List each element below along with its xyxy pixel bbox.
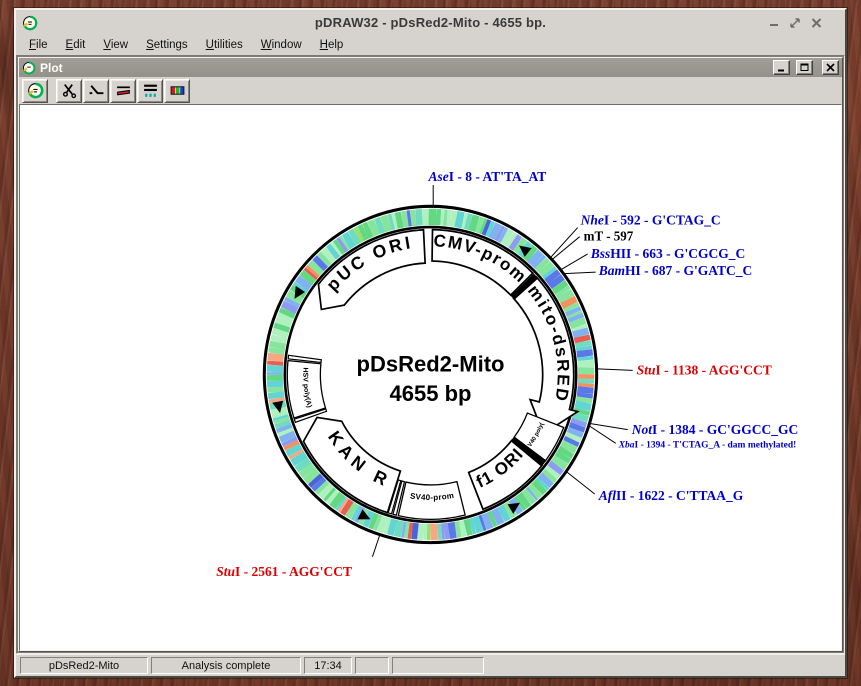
menu-item-file[interactable]: File — [29, 38, 48, 51]
scissors-icon — [62, 84, 76, 99]
site-leader-line — [551, 236, 580, 260]
plot-window-title: Plot — [40, 60, 63, 75]
site-leader-line — [589, 425, 616, 444]
plot-maximize-button[interactable] — [796, 60, 813, 75]
gene-block — [431, 228, 534, 297]
plasmid-outer-circle — [262, 204, 599, 545]
plot-toolbar — [19, 77, 842, 104]
gene-divider-bar — [510, 436, 547, 467]
site-label: XbaI - 1394 - T'CTAG_A - dam methylated! — [618, 439, 797, 450]
site-leader-line — [560, 253, 588, 271]
status-document: pDsRed2-Mito — [20, 657, 148, 674]
gene-block-sliver — [387, 479, 402, 515]
site-leader-line — [597, 368, 633, 371]
main-window: pDRAW32 - pDsRed2-Mito - 4655 bp. File E… — [14, 8, 847, 678]
menu-item-settings[interactable]: Settings — [146, 38, 188, 51]
menu-item-edit[interactable]: Edit — [65, 38, 86, 51]
gene-divider-bar — [510, 273, 539, 300]
sequence-color-band — [266, 208, 595, 541]
site-label: BamHI - 687 - G'GATC_C — [598, 263, 752, 278]
ring-direction-arrow — [519, 245, 532, 257]
site-label: AseI - 8 - AT'TA_AT — [428, 169, 547, 184]
title-bar[interactable]: pDRAW32 - pDsRed2-Mito - 4655 bp. — [16, 10, 845, 35]
gene-block-sliver — [287, 354, 323, 364]
window-title: pDRAW32 - pDsRed2-Mito - 4655 bp. — [314, 15, 547, 30]
toolbar-plasmid-map-button[interactable] — [22, 78, 48, 103]
ring-direction-arrow — [507, 502, 520, 514]
gene-label: SV40-prom — [409, 491, 454, 502]
site-leader-line — [564, 271, 596, 275]
gene-block — [286, 359, 327, 419]
toolbar-color-gel-button[interactable] — [164, 78, 190, 103]
restore-button[interactable] — [788, 17, 802, 29]
mdi-area: Plot — [16, 55, 845, 654]
menu-item-window[interactable]: Window — [260, 38, 302, 51]
plot-window: Plot — [18, 57, 843, 652]
toolbar-sequence-view-button[interactable] — [137, 78, 163, 103]
ring-direction-arrow — [272, 400, 284, 413]
gene-block — [317, 228, 427, 311]
gene-block — [467, 439, 544, 511]
sequence-view-icon — [143, 84, 157, 97]
status-message: Analysis complete — [151, 657, 301, 674]
gel-band-icon — [116, 86, 130, 96]
site-leader-line — [590, 423, 628, 431]
app-icon — [22, 15, 38, 31]
toolbar-linear-map-button[interactable] — [83, 78, 109, 103]
site-leader-line — [550, 227, 579, 258]
site-label: AflII - 1622 - C'TTAA_G — [598, 488, 744, 503]
menu-bar: File Edit View Settings Utilities Window… — [16, 35, 845, 55]
status-panel-empty-2 — [392, 657, 484, 674]
plot-window-icon — [22, 61, 36, 75]
plasmid-map-icon — [27, 82, 43, 99]
gene-block-sliver — [392, 480, 406, 516]
menu-item-view[interactable]: View — [103, 38, 129, 51]
site-leader-line — [371, 534, 381, 557]
plasmid-name: pDsRed2-Mito — [357, 351, 505, 376]
status-time: 17:34 — [304, 657, 352, 674]
status-panel-empty-1 — [355, 657, 389, 674]
toolbar-scissors-button[interactable] — [56, 78, 82, 103]
menu-item-utilities[interactable]: Utilities — [205, 38, 243, 51]
ring-direction-arrow — [294, 285, 305, 299]
toolbar-gel-band-button[interactable] — [110, 78, 136, 103]
plasmid-inner-circle — [283, 225, 578, 524]
ring-direction-arrow — [357, 509, 371, 520]
plot-title-bar[interactable]: Plot — [19, 58, 842, 77]
gene-label: HSV poly(A) — [301, 367, 312, 408]
site-label: StuI - 1138 - AGG'CCT — [637, 362, 772, 377]
plot-minimize-button[interactable] — [773, 60, 790, 75]
plot-close-button[interactable] — [822, 60, 839, 75]
site-label: mT - 597 — [584, 229, 634, 244]
gene-block-sliver — [293, 408, 328, 424]
gene-block — [302, 416, 402, 514]
close-button[interactable] — [809, 17, 823, 29]
gene-block — [512, 275, 580, 436]
status-bar: pDsRed2-Mito Analysis complete 17:34 — [16, 654, 845, 676]
gene-block — [397, 480, 466, 520]
menu-item-help[interactable]: Help — [319, 38, 344, 51]
site-label: BssHII - 663 - G'CGCG_C — [590, 246, 746, 261]
site-label: NotI - 1384 - GC'GGCC_GC — [631, 422, 798, 437]
site-label: StuI - 2561 - AGG'CCT — [216, 564, 352, 579]
site-leader-line — [566, 471, 596, 495]
minimize-button[interactable] — [767, 17, 781, 29]
site-label: NheI - 592 - G'CTAG_C — [580, 212, 721, 227]
color-gel-icon — [170, 86, 184, 95]
linear-map-icon — [89, 85, 103, 95]
plasmid-size: 4655 bp — [390, 381, 472, 406]
